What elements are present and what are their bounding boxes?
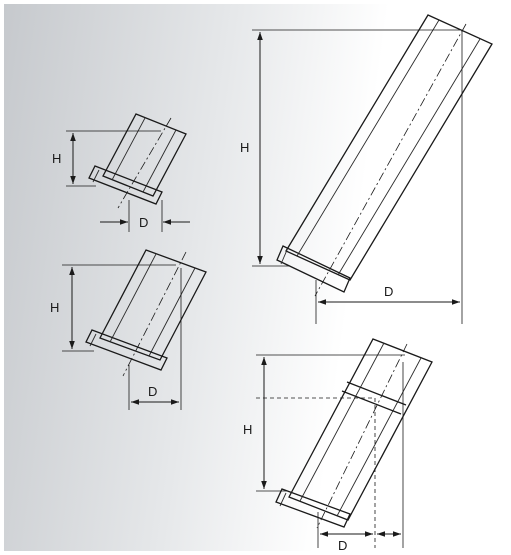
- small-pipe-top: [88, 113, 187, 209]
- bottom-pipe: [275, 338, 433, 529]
- pipe-body: [99, 249, 207, 361]
- diameter-label-large: D: [384, 284, 393, 299]
- large-pipe-dimensions: H D: [240, 29, 463, 324]
- pipe-flange: [88, 165, 163, 205]
- diameter-label-bottom: D: [338, 538, 347, 553]
- height-label-small-middle: H: [50, 300, 59, 315]
- diameter-label-small-top: D: [139, 215, 148, 230]
- pipe-body: [288, 338, 433, 521]
- pipe-flange: [275, 488, 351, 528]
- small-pipe-middle-dimensions: H D: [50, 264, 182, 410]
- background-panel: [4, 4, 507, 551]
- height-label-large: H: [240, 140, 249, 155]
- pipe-flange: [85, 329, 168, 371]
- small-pipe-top-dimensions: H D: [52, 130, 190, 232]
- pipe-flange: [276, 245, 351, 293]
- large-pipe: [276, 14, 493, 297]
- diameter-label-small-middle: D: [148, 384, 157, 399]
- small-pipe-middle: [85, 249, 207, 377]
- bottom-pipe-dimensions: H D: [243, 354, 405, 553]
- height-label-bottom: H: [243, 422, 252, 437]
- pipe-body: [102, 113, 187, 197]
- pipe-body: [285, 14, 493, 281]
- height-label-small-top: H: [52, 151, 61, 166]
